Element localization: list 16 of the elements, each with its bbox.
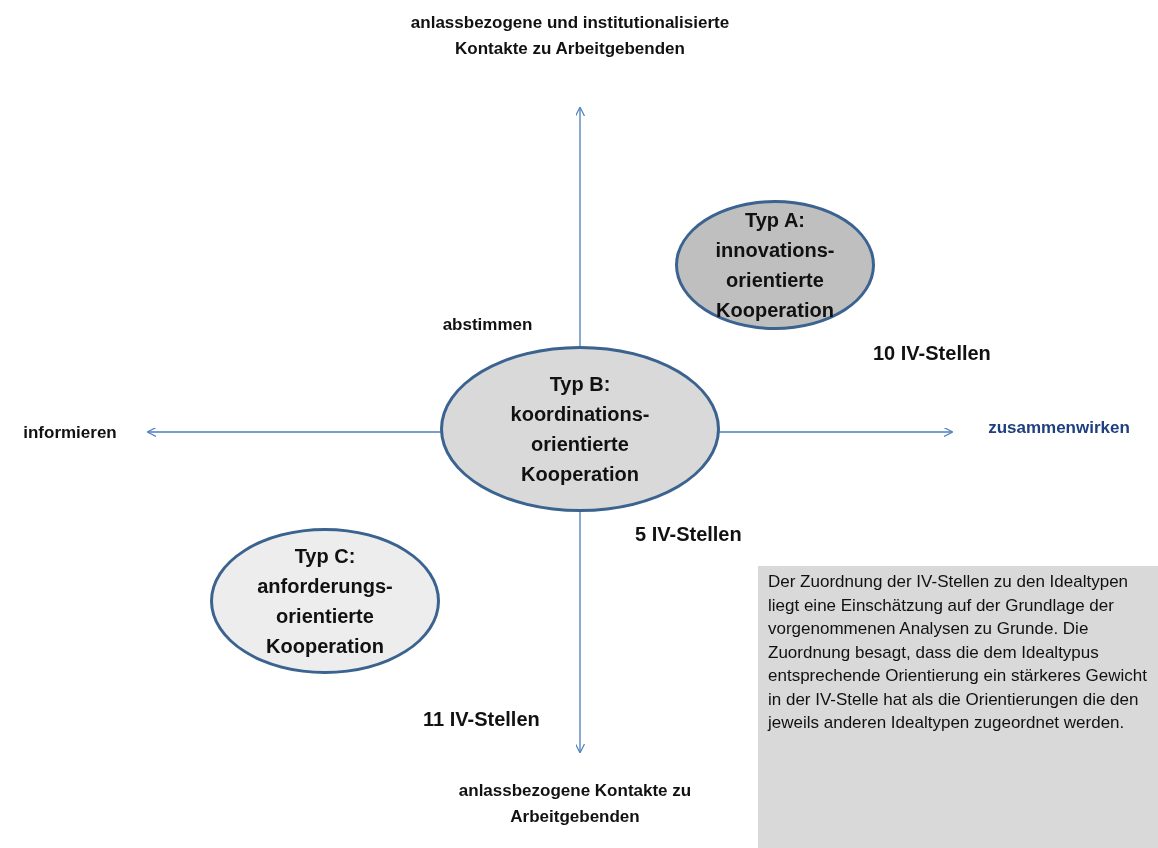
axis-label: abstimmen: [441, 314, 534, 336]
count-label: 5 IV-Stellen: [635, 523, 742, 546]
count-label: 11 IV-Stellen: [423, 708, 540, 731]
node-label: Typ C:: [293, 544, 357, 569]
node-label: anforderungs-orientierte Kooperation: [256, 574, 394, 659]
count-label: 10 IV-Stellen: [873, 342, 991, 365]
note-text: Der Zuordnung der IV-Stellen zu den Idealtypen liegt eine Einschätzung auf der Grundlage der vorgenommenen Analysen zu Grunde. Die Zuordnung besagt, dass die dem Idealtypus entsprechende Orientierung ein stärkeres Gewicht in der IV-Stelle hat als die Orientierungen die den jeweils anderen Idealtypen zugeordnet werden.: [768, 571, 1148, 734]
node-label: Typ B:: [548, 372, 612, 397]
axis-label: anlassbezogene und institutionalisierte Kontakte zu Arbeitgebenden: [410, 12, 730, 60]
axis-label: zusammenwirken: [987, 417, 1131, 439]
note-box: [758, 566, 1158, 848]
axis-label: informieren: [22, 422, 118, 444]
node-label: innovations-orientierte Kooperation: [714, 238, 836, 323]
axis-label: anlassbezogene Kontakte zu Arbeitgebenden: [457, 780, 693, 828]
node-label: Typ A:: [744, 208, 806, 233]
node-label: koordinations-orientierte Kooperation: [509, 402, 651, 487]
